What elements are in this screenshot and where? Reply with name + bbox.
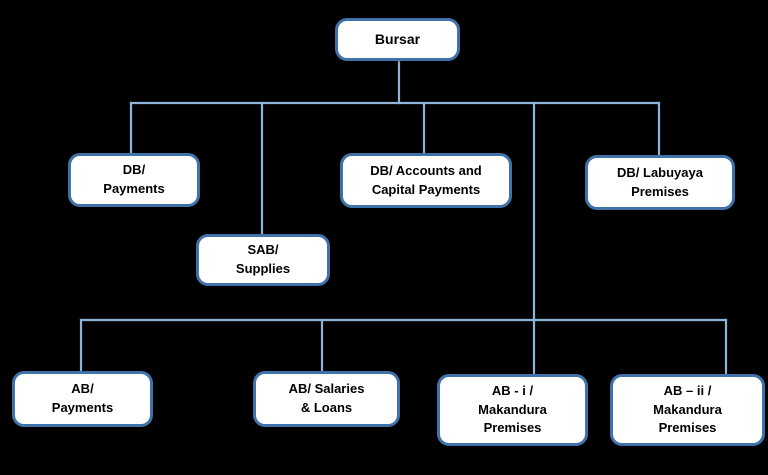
node-db-accounts-capital-payments[interactable]: DB/ Accounts and Capital Payments: [340, 153, 512, 208]
node-ab-ii-line-0: AB – ii /: [663, 382, 712, 398]
node-sab-supplies-line-0: SAB/: [247, 242, 279, 258]
node-sab-supplies[interactable]: SAB/ Supplies: [196, 234, 330, 286]
node-bursar[interactable]: Bursar: [335, 18, 460, 61]
node-ab-salaries-line-1: & Loans: [300, 400, 353, 415]
node-ab-ii-makandura-premises[interactable]: AB – ii / Makandura Premises: [610, 374, 765, 446]
node-db-labuyaya-premises[interactable]: DB/ Labuyaya Premises: [585, 155, 735, 210]
node-ab-i-line-1: Makandura: [478, 401, 547, 417]
node-ab-payments-line-1: Payments: [51, 400, 114, 415]
node-db-payments-line-1: Payments: [103, 181, 165, 196]
node-ab-i-line-2: Premises: [483, 420, 542, 436]
node-ab-salaries-loans[interactable]: AB/ Salaries & Loans: [253, 371, 400, 427]
node-ab-salaries-line-0: AB/ Salaries: [288, 381, 365, 397]
node-sab-supplies-line-1: Supplies: [235, 261, 291, 276]
node-ab-ii-line-1: Makandura: [653, 401, 722, 417]
node-db-payments[interactable]: DB/ Payments: [68, 153, 200, 207]
node-db-accounts-line-1: Capital Payments: [371, 181, 481, 197]
node-db-accounts-line-0: DB/ Accounts and: [370, 162, 482, 178]
node-ab-payments[interactable]: AB/ Payments: [12, 371, 153, 427]
node-db-payments-line-0: DB/: [122, 162, 146, 178]
node-ab-ii-line-2: Premises: [658, 420, 717, 436]
node-ab-payments-line-0: AB/: [71, 381, 94, 397]
node-db-labuyaya-line-0: DB/ Labuyaya: [617, 164, 703, 180]
node-db-labuyaya-line-1: Premises: [631, 183, 689, 199]
node-ab-i-line-0: AB - i /: [491, 382, 534, 398]
node-bursar-line-0: Bursar: [374, 31, 421, 48]
node-ab-i-makandura-premises[interactable]: AB - i / Makandura Premises: [437, 374, 588, 446]
